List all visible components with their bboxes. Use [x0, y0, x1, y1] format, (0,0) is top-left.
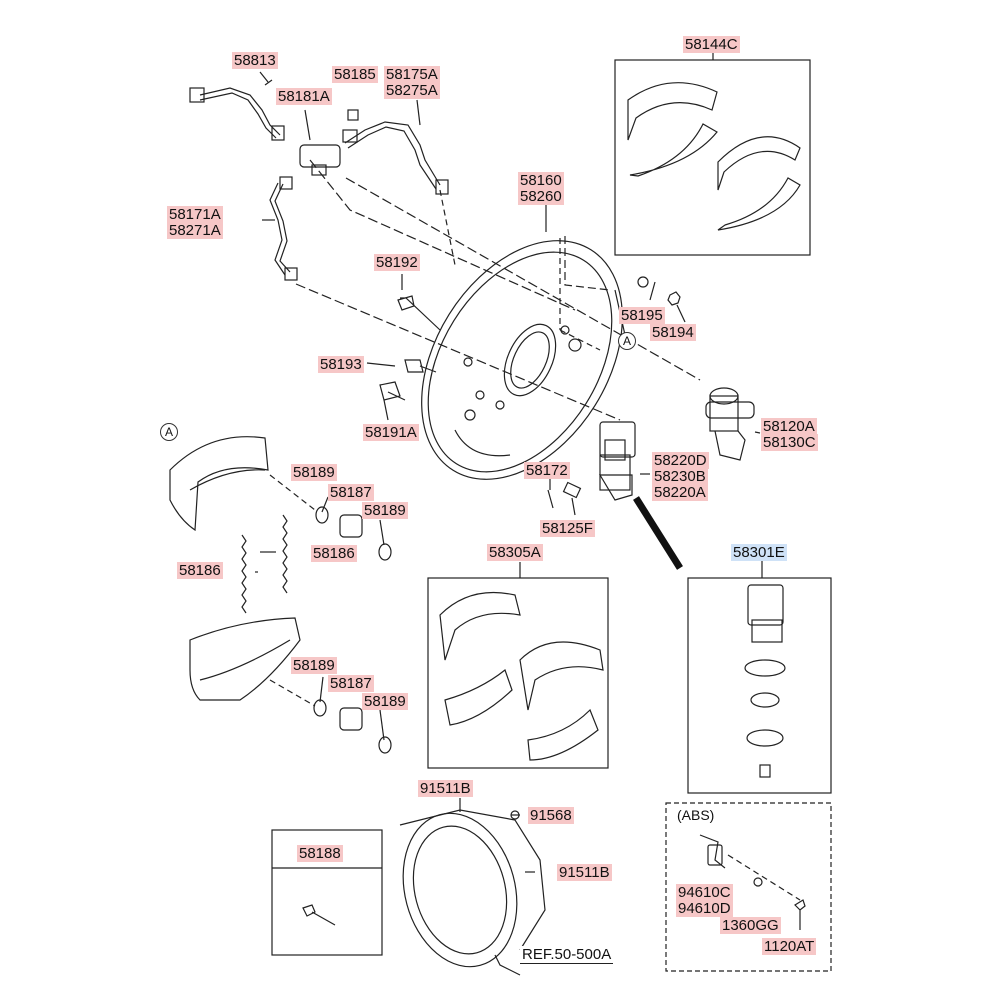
- part-58185: [347, 109, 359, 121]
- brake-pipe-58171A: [269, 182, 286, 276]
- part-label-58171A[interactable]: 58171A: [167, 206, 223, 223]
- part-label-58187-2[interactable]: 58187: [328, 675, 374, 692]
- part-label-58189-2[interactable]: 58189: [362, 502, 408, 519]
- kit-box-58188: [271, 829, 383, 956]
- kit-box-58144C: [614, 59, 811, 256]
- brake-shoe-upper: [169, 436, 269, 532]
- backing-plate: [421, 240, 623, 480]
- part-label-58172[interactable]: 58172: [524, 462, 570, 479]
- abs-sensor: [699, 834, 806, 930]
- abs-section-title: (ABS): [675, 807, 717, 824]
- bolt-58192: [397, 295, 441, 331]
- part-label-58189-3[interactable]: 58189: [291, 657, 337, 674]
- part-label-58191A[interactable]: 58191A: [363, 424, 419, 441]
- part-label-91511B-side[interactable]: 91511B: [557, 864, 612, 881]
- part-label-58160[interactable]: 58160: [518, 172, 564, 189]
- callout-a-left: A: [160, 423, 178, 441]
- part-label-1360GG[interactable]: 1360GG: [720, 917, 781, 934]
- washer-58195: [637, 276, 649, 288]
- part-label-58275A[interactable]: 58275A: [384, 82, 440, 99]
- part-label-58813[interactable]: 58813: [232, 52, 278, 69]
- nut-58194: [667, 291, 681, 306]
- part-label-58120A[interactable]: 58120A: [761, 418, 817, 435]
- callout-a-top: A: [618, 332, 636, 350]
- part-label-58186-right[interactable]: 58186: [311, 545, 357, 562]
- part-label-91568[interactable]: 91568: [528, 807, 574, 824]
- part-label-58195[interactable]: 58195: [619, 307, 665, 324]
- adjuster-kit-parts: [744, 584, 786, 778]
- part-label-58193[interactable]: 58193: [318, 356, 364, 373]
- part-label-58185[interactable]: 58185: [332, 66, 378, 83]
- part-label-58181A[interactable]: 58181A: [276, 88, 332, 105]
- adjuster-58220D: [598, 421, 636, 501]
- part-label-58230B[interactable]: 58230B: [652, 468, 708, 485]
- brake-shoe-lower: [189, 617, 301, 701]
- brake-connector-58181A: [299, 144, 341, 176]
- part-label-91511B-top[interactable]: 91511B: [418, 780, 473, 797]
- part-label-58175A[interactable]: 58175A: [384, 66, 440, 83]
- part-label-58189-4[interactable]: 58189: [362, 693, 408, 710]
- part-label-58194[interactable]: 58194: [650, 324, 696, 341]
- part-label-58192[interactable]: 58192: [374, 254, 420, 271]
- part-label-94610C[interactable]: 94610C: [676, 884, 733, 901]
- hold-down-parts: [313, 506, 392, 754]
- brake-pipe-58813: [199, 87, 281, 136]
- part-label-58125F[interactable]: 58125F: [540, 520, 595, 537]
- bolt-58193: [404, 359, 437, 373]
- kit-box-abs: [665, 802, 832, 972]
- reference-label[interactable]: REF.50-500A: [520, 946, 614, 964]
- axle-housing: [399, 798, 546, 976]
- part-label-58130C[interactable]: 58130C: [761, 434, 818, 451]
- part-label-58301E[interactable]: 58301E: [731, 544, 787, 561]
- pin-58172: [547, 489, 554, 509]
- brake-shoe-kit: [439, 591, 604, 761]
- part-label-58305A[interactable]: 58305A: [487, 544, 543, 561]
- part-label-58271A[interactable]: 58271A: [167, 222, 223, 239]
- part-label-58260[interactable]: 58260: [518, 188, 564, 205]
- bolt-58188: [302, 904, 336, 926]
- part-58191A: [379, 381, 406, 401]
- return-springs: [241, 514, 288, 614]
- wheel-cylinder-58120A: [705, 387, 755, 461]
- part-label-58220A[interactable]: 58220A: [652, 484, 708, 501]
- part-label-58189-1[interactable]: 58189: [291, 464, 337, 481]
- kit-box-58305A: [427, 577, 609, 769]
- part-58125F: [562, 481, 582, 499]
- part-label-58186-left[interactable]: 58186: [177, 562, 223, 579]
- part-label-1120AT[interactable]: 1120AT: [762, 938, 817, 955]
- part-label-58187-1[interactable]: 58187: [328, 484, 374, 501]
- part-label-58220D[interactable]: 58220D: [652, 452, 709, 469]
- brake-lining-set: [627, 82, 801, 231]
- part-label-58188[interactable]: 58188: [297, 845, 343, 862]
- part-label-94610D[interactable]: 94610D: [676, 900, 733, 917]
- part-label-58144C[interactable]: 58144C: [683, 36, 740, 53]
- brake-pipe-58175A: [344, 121, 441, 186]
- kit-box-58301E: [687, 577, 832, 794]
